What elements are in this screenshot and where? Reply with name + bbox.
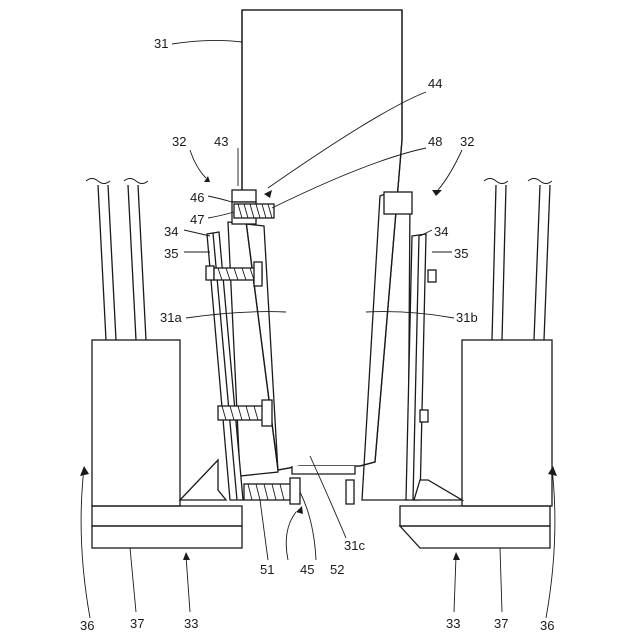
- label-34-right: 34: [434, 224, 448, 239]
- label-51: 51: [260, 562, 274, 577]
- label-31c: 31c: [344, 538, 365, 553]
- screw-right-lower: [420, 410, 428, 422]
- label-31a: 31a: [160, 310, 182, 325]
- label-37-left: 37: [130, 616, 144, 631]
- label-32-right: 32: [460, 134, 474, 149]
- screw-right-upper: [428, 270, 436, 282]
- block-right-bottom: [346, 480, 354, 504]
- label-35-left: 35: [164, 246, 178, 261]
- screw-51: [244, 478, 300, 504]
- cylinder-left: [86, 179, 226, 507]
- label-47: 47: [190, 212, 204, 227]
- label-31b: 31b: [456, 310, 478, 325]
- label-36-right: 36: [540, 618, 554, 633]
- label-46: 46: [190, 190, 204, 205]
- label-43: 43: [214, 134, 228, 149]
- label-33-right: 33: [446, 616, 460, 631]
- label-33-left: 33: [184, 616, 198, 631]
- label-37-right: 37: [494, 616, 508, 631]
- label-34-left: 34: [164, 224, 178, 239]
- label-36-left: 36: [80, 618, 94, 633]
- label-31: 31: [154, 36, 168, 51]
- label-45: 45: [300, 562, 314, 577]
- label-35-right: 35: [454, 246, 468, 261]
- label-44: 44: [428, 76, 442, 91]
- base-plate-right: [400, 506, 550, 548]
- base-plate-left: [92, 506, 242, 548]
- label-52: 52: [330, 562, 344, 577]
- screw-47: [234, 204, 274, 218]
- label-48: 48: [428, 134, 442, 149]
- label-32-left: 32: [172, 134, 186, 149]
